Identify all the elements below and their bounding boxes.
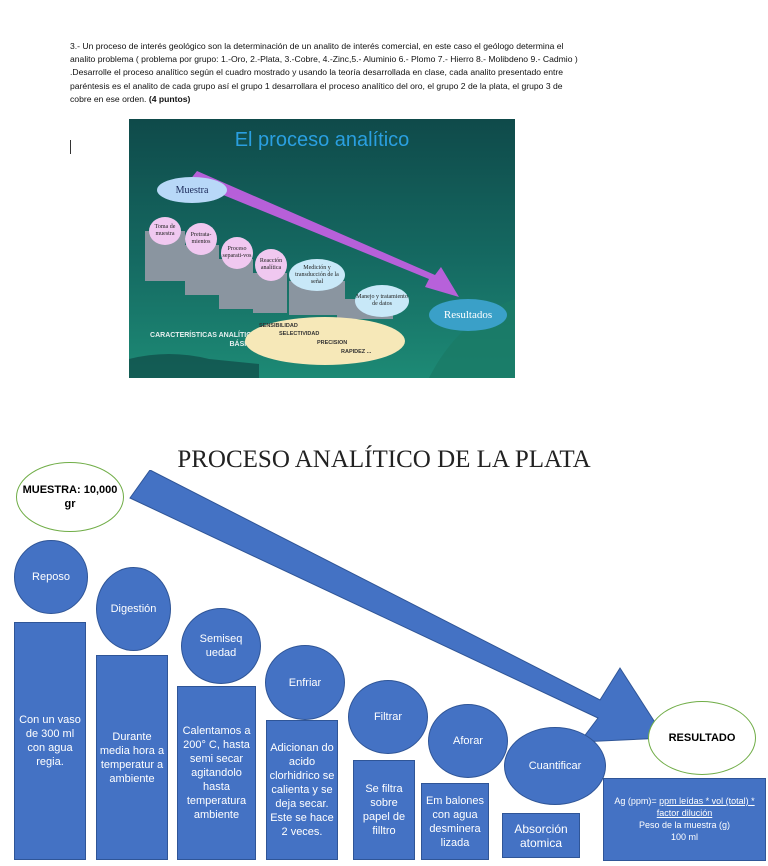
slide-prop: PRECISION (317, 340, 348, 346)
resultado-oval: RESULTADO (648, 701, 756, 775)
slide-step: Reacción analítica (255, 249, 287, 281)
formula-lhs: Ag (ppm)= (614, 796, 660, 806)
step-detail-filtrar: Se filtra sobre papel de filltro (353, 760, 415, 860)
muestra-oval: MUESTRA: 10,000 gr (16, 462, 124, 532)
slide-step: Pretrata-mientos (185, 223, 217, 255)
slide-prop: SENSIBILIDAD (259, 323, 298, 329)
slide-image: El proceso analítico Muestra Resultados … (129, 119, 515, 378)
question-points: (4 puntos) (148, 93, 191, 104)
step-enfriar: Enfriar (265, 645, 345, 720)
step-detail-aforar: Em balones con agua desminera lizada (421, 783, 489, 860)
step-semisequedad: Semiseq uedad (181, 608, 261, 684)
formula-denominator: Peso de la muestra (g) (638, 820, 731, 830)
slide-step: Medición y transducción de la señal (289, 259, 345, 291)
step-digestion: Digestión (96, 567, 171, 651)
slide-step: Manejo y tratamiento de datos (355, 285, 409, 317)
big-arrow (129, 470, 666, 743)
formula-numerator: ppm leídas * vol (total) * factor diluci… (656, 796, 755, 818)
step-detail-reposo: Con un vaso de 300 ml con agua regia. (14, 622, 86, 860)
slide-prop: SELECTIVIDAD (279, 331, 320, 337)
step-cuantificar: Cuantificar (504, 727, 606, 805)
slide-caracteristicas: CARACTERÍSTICAS ANALÍTICAS BÁSICAS (150, 332, 261, 348)
slide-prop: RAPIDEZ ... (341, 349, 372, 355)
slide-muestra: Muestra (157, 177, 227, 203)
step-detail-cuantificar: Absorción atomica (502, 813, 580, 858)
slide-step: Toma de muestra (149, 217, 181, 245)
slide-step: Proceso separati-vos (221, 237, 253, 269)
slide-resultados: Resultados (429, 299, 507, 331)
diagram-title: PROCESO ANALÍTICO DE LA PLATA (177, 446, 591, 473)
text-cursor (70, 140, 71, 154)
formula-unit: 100 ml (670, 832, 698, 842)
step-aforar: Aforar (428, 704, 508, 778)
question-paragraph: 3.- Un proceso de interés geológico son … (70, 40, 582, 106)
question-text: 3.- Un proceso de interés geológico son … (70, 41, 578, 104)
slide-title: El proceso analítico (234, 129, 410, 151)
step-detail-digestion: Durante media hora a temperatur a ambien… (96, 655, 168, 860)
step-detail-enfriar: Adicionan do acido clorhidrico se calien… (266, 720, 338, 860)
formula-line: Ag (ppm)= ppm leídas * vol (total) * fac… (604, 795, 765, 819)
step-filtrar: Filtrar (348, 680, 428, 754)
step-reposo: Reposo (14, 540, 88, 614)
slide-props-oval: SENSIBILIDAD SELECTIVIDAD PRECISION RAPI… (245, 317, 405, 365)
step-detail-semisequedad: Calentamos a 200° C, hasta semi secar ag… (177, 686, 256, 860)
formula-box: Ag (ppm)= ppm leídas * vol (total) * fac… (603, 778, 766, 861)
